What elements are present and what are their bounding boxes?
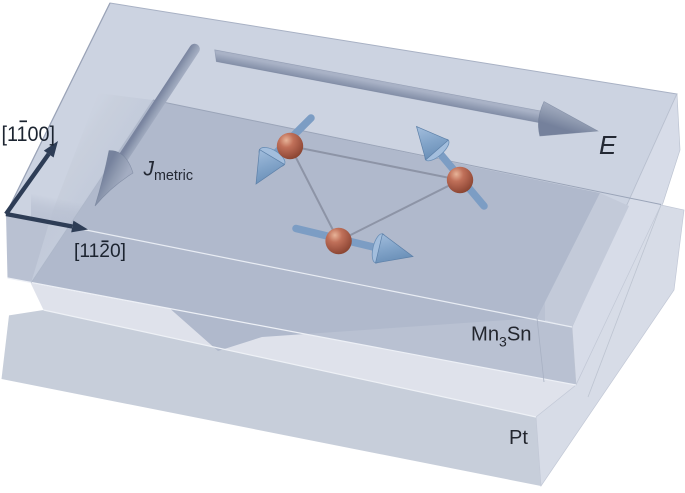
- svg-text:Pt: Pt: [509, 427, 528, 449]
- svg-text:E: E: [599, 130, 617, 160]
- svg-text:[1120]: [1120]: [74, 240, 126, 262]
- svg-text:metric: metric: [154, 168, 193, 184]
- svg-text:[1100]: [1100]: [2, 123, 56, 146]
- svg-text:J: J: [143, 157, 155, 180]
